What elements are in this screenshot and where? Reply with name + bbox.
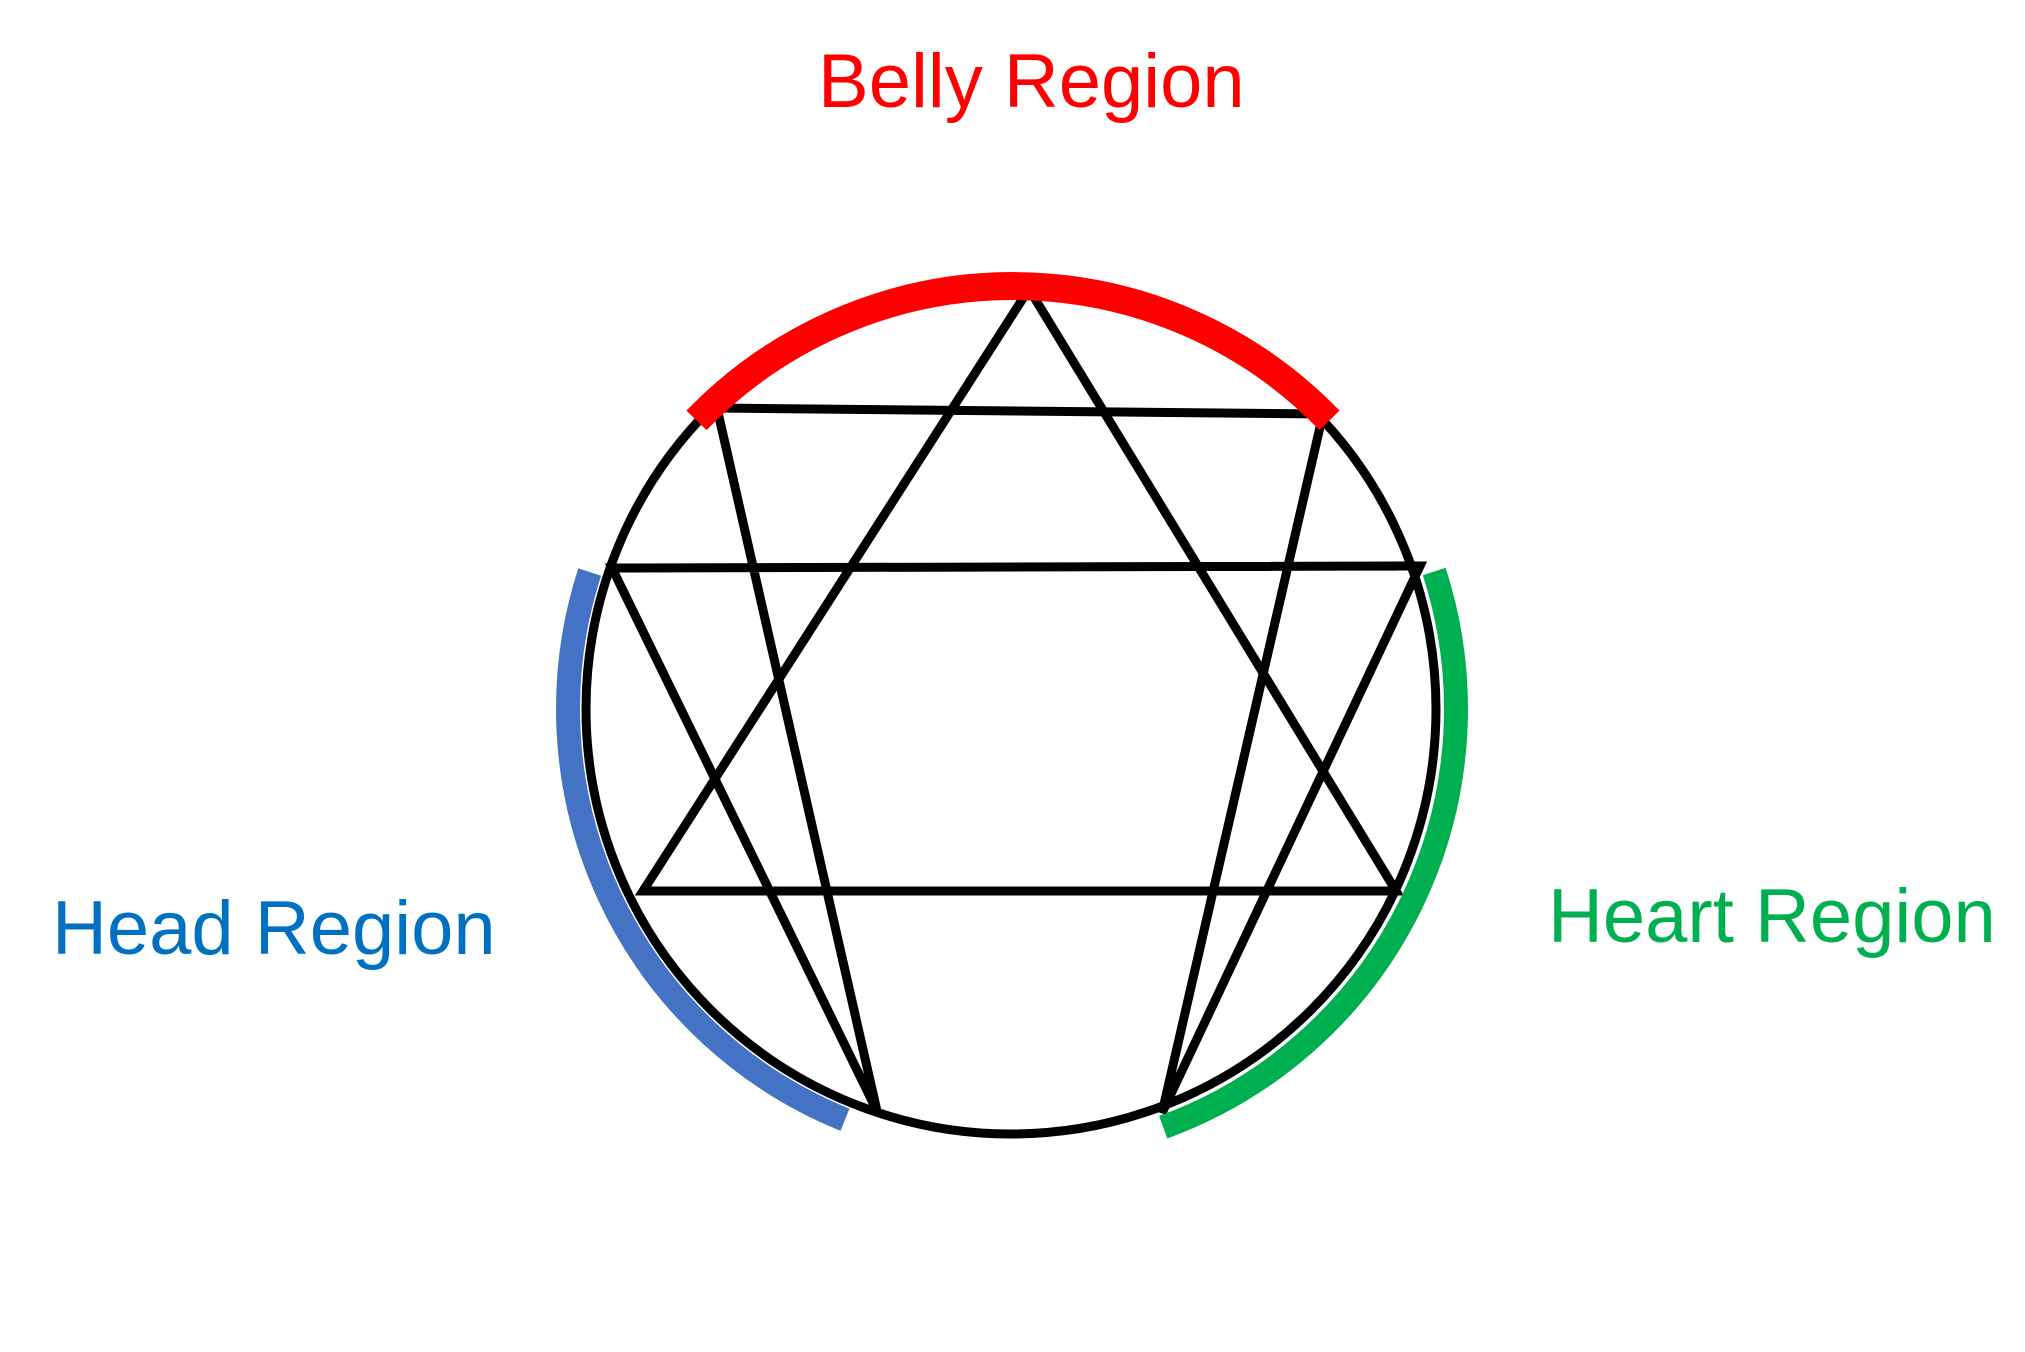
inner-hexad xyxy=(604,403,1428,1115)
heart-region-arc xyxy=(1159,567,1468,1139)
belly-region-label: Belly Region xyxy=(818,39,1245,124)
belly-region-arc xyxy=(686,272,1340,431)
inner-triangle xyxy=(634,280,1405,896)
head-region-label: Head Region xyxy=(52,886,496,971)
heart-region-label: Heart Region xyxy=(1548,874,1996,959)
head-region-arc xyxy=(556,568,850,1131)
